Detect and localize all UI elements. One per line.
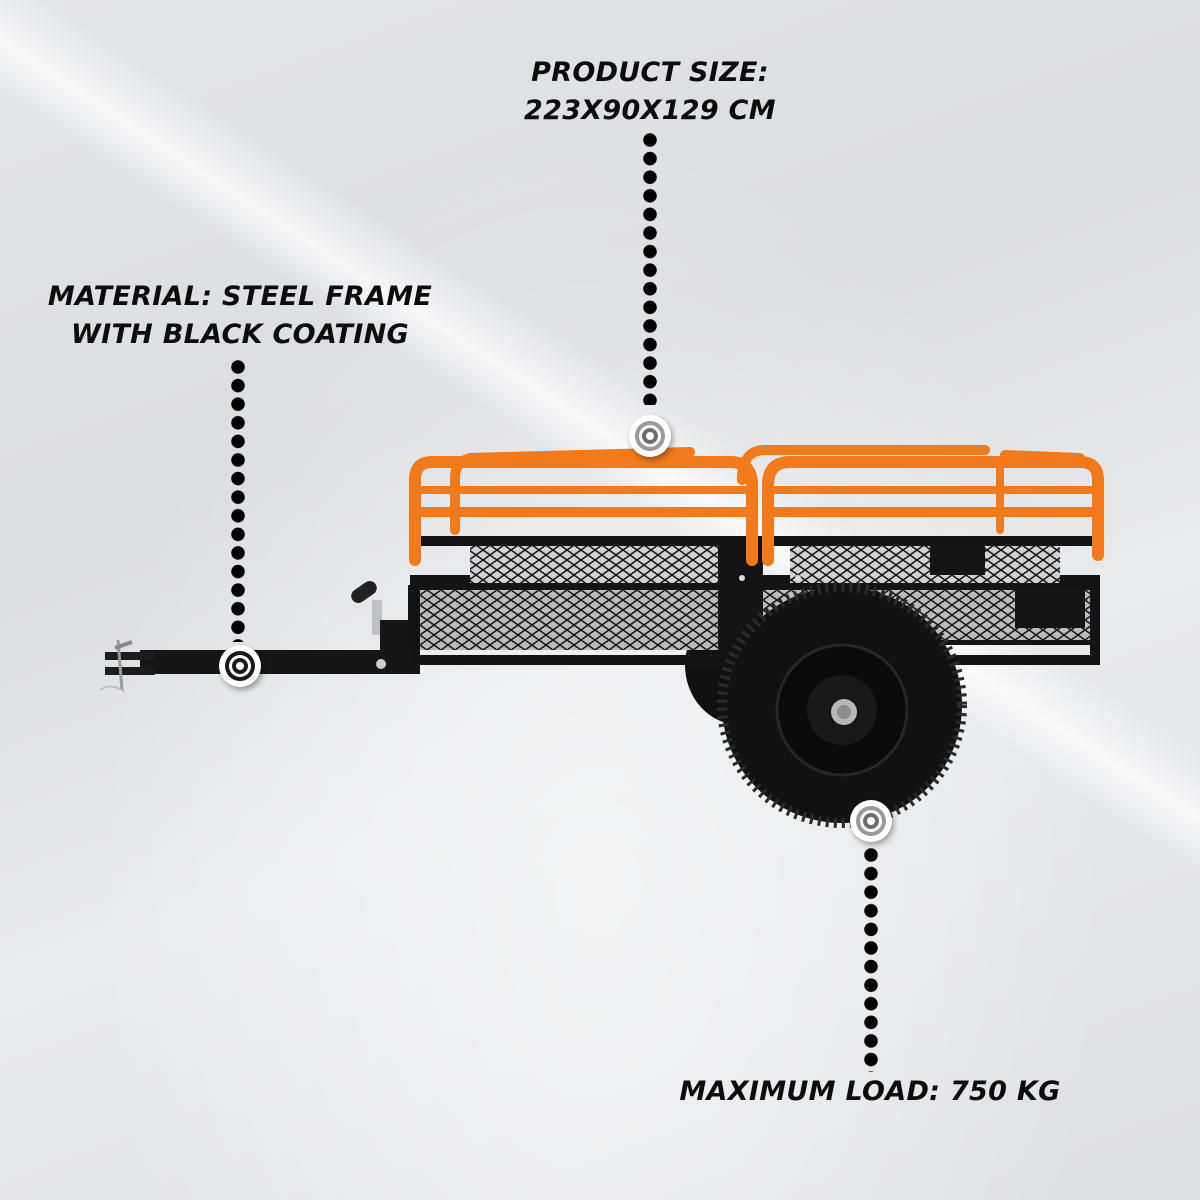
side-rails — [409, 445, 1104, 566]
callout-size-line2: 223X90X129 CM — [524, 95, 776, 126]
callout-load-line1: MAXIMUM LOAD: 750 KG — [679, 1076, 1061, 1107]
wheel — [717, 582, 967, 828]
callout-size-line1: PRODUCT SIZE: — [531, 57, 769, 88]
target-marker-size — [629, 415, 671, 457]
callout-material-line2: WITH BLACK COATING — [71, 319, 409, 350]
target-marker-load — [850, 800, 892, 842]
dotted-leader-size — [643, 133, 657, 405]
drawbar — [140, 650, 420, 674]
callout-material: MATERIAL: STEEL FRAME WITH BLACK COATING — [30, 278, 450, 354]
callout-product-size: PRODUCT SIZE: 223X90X129 CM — [500, 54, 800, 130]
dotted-leader-load — [864, 848, 878, 1072]
target-marker-material — [219, 645, 261, 687]
callout-max-load: MAXIMUM LOAD: 750 KG — [660, 1073, 1080, 1111]
dotted-leader-material — [231, 360, 245, 642]
callout-material-line1: MATERIAL: STEEL FRAME — [47, 281, 433, 312]
